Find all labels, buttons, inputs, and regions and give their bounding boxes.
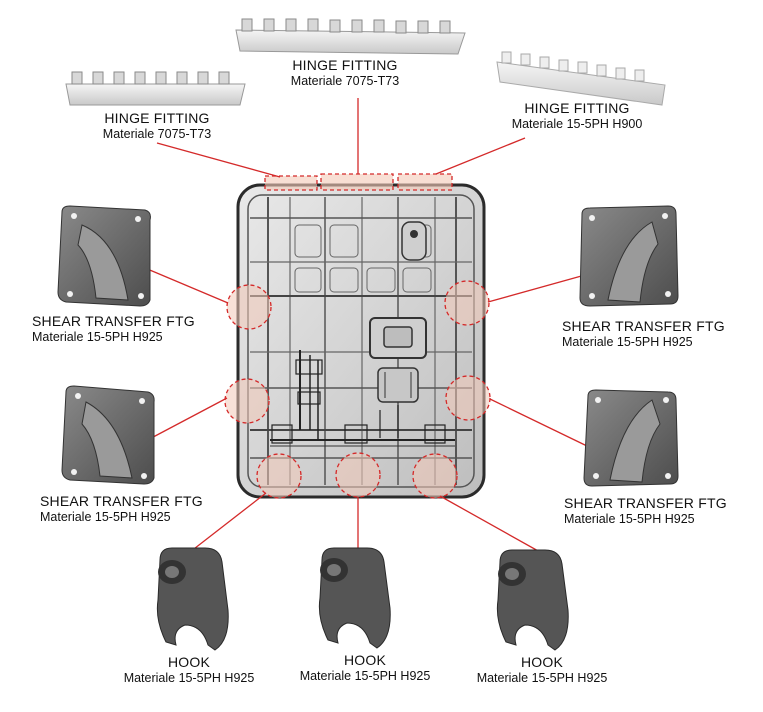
hook-right-image (496, 549, 569, 651)
component-title: HINGE FITTING (104, 110, 210, 126)
component-title: SHEAR TRANSFER FTG (562, 318, 725, 334)
hinge-highlights (264, 173, 453, 191)
component-title: SHEAR TRANSFER FTG (564, 495, 727, 511)
hook-center-image (318, 547, 391, 649)
hinge-fitting-right-image (496, 51, 666, 106)
component-material: Materiale 15-5PH H925 (123, 670, 255, 685)
door-panel (236, 183, 486, 499)
component-title: SHEAR TRANSFER FTG (32, 313, 195, 329)
shear-fitting-highlights (224, 280, 491, 424)
shear-fitting-right-upper-image (579, 205, 679, 307)
label-shear-right-upper: SHEAR TRANSFER FTG Materiale 15-5PH H925 (562, 318, 725, 350)
label-hook-left: HOOK Materiale 15-5PH H925 (118, 654, 260, 686)
component-material: Materiale 15-5PH H925 (476, 670, 608, 685)
label-hook-right: HOOK Materiale 15-5PH H925 (471, 654, 613, 686)
label-hook-center: HOOK Materiale 15-5PH H925 (294, 652, 436, 684)
component-material: Materiale 15-5PH H925 (564, 511, 695, 526)
leader-lines (139, 98, 588, 553)
component-material: Materiale 7075-T73 (102, 126, 212, 141)
component-material: Materiale 15-5PH H925 (562, 334, 693, 349)
component-title: HINGE FITTING (292, 57, 398, 73)
shear-fitting-right-lower-image (583, 389, 679, 487)
component-title: HINGE FITTING (524, 100, 630, 116)
component-material: Materiale 15-5PH H900 (511, 116, 643, 131)
hook-highlights (256, 452, 458, 499)
shear-fitting-left-upper-image (57, 205, 151, 307)
label-shear-right-lower: SHEAR TRANSFER FTG Materiale 15-5PH H925 (564, 495, 727, 527)
component-material: Materiale 15-5PH H925 (40, 509, 171, 524)
component-title: HOOK (167, 654, 211, 670)
hook-left-image (156, 547, 229, 651)
component-title: SHEAR TRANSFER FTG (40, 493, 203, 509)
hinge-fitting-left-image (65, 71, 246, 106)
component-title: HOOK (520, 654, 564, 670)
label-hinge-right: HINGE FITTING Materiale 15-5PH H900 (503, 100, 651, 132)
component-title: HOOK (343, 652, 387, 668)
label-shear-left-upper: SHEAR TRANSFER FTG Materiale 15-5PH H925 (32, 313, 195, 345)
shear-fitting-left-lower-image (61, 385, 155, 485)
hinge-fitting-center-image (235, 18, 466, 55)
component-material: Materiale 7075-T73 (290, 73, 400, 88)
component-material: Materiale 15-5PH H925 (32, 329, 163, 344)
component-material: Materiale 15-5PH H925 (299, 668, 431, 683)
label-hinge-left: HINGE FITTING Materiale 7075-T73 (96, 110, 218, 142)
label-shear-left-lower: SHEAR TRANSFER FTG Materiale 15-5PH H925 (40, 493, 203, 525)
label-hinge-center: HINGE FITTING Materiale 7075-T73 (283, 57, 407, 89)
